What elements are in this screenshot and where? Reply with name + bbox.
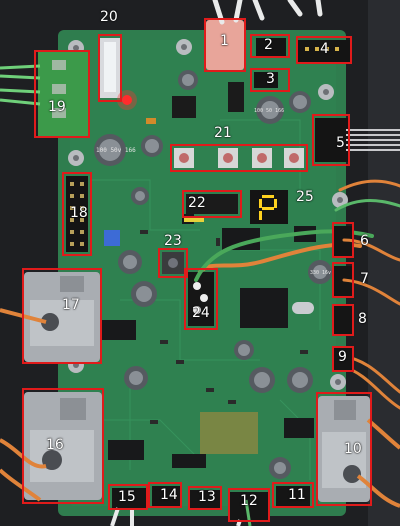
callout-label-19: 19 — [48, 99, 66, 115]
callout-label-14: 14 — [160, 487, 178, 503]
crystal — [292, 302, 314, 314]
connector-3-body — [254, 72, 278, 88]
callout-label-4: 4 — [320, 41, 329, 57]
callout-label-1: 1 — [220, 33, 229, 49]
callout-label-11: 11 — [288, 487, 306, 503]
callout-label-23: 23 — [164, 233, 182, 249]
ribbon-cable — [346, 129, 400, 151]
pcb-traces — [90, 119, 321, 480]
wires-16 — [0, 438, 47, 502]
callout-label-13: 13 — [198, 489, 216, 505]
callout-label-2: 2 — [264, 37, 273, 53]
bottom-connectors — [112, 486, 310, 520]
callout-label-7: 7 — [360, 271, 369, 287]
callout-label-17: 17 — [62, 297, 80, 313]
connector-24-pins — [193, 282, 208, 314]
regulator — [228, 82, 244, 112]
callout-box-24 — [184, 268, 218, 330]
callout-label-12: 12 — [240, 493, 258, 509]
gray-terminal-17 — [24, 272, 100, 362]
blue-trimmer — [104, 230, 120, 246]
callout-box-18 — [62, 172, 92, 256]
callout-box-3 — [250, 68, 290, 92]
gray-terminal-10 — [318, 396, 370, 502]
pin-header-18-pins — [70, 182, 84, 246]
callout-label-25: 25 — [296, 189, 314, 205]
silk-cap-a: 100 50v 166 — [96, 147, 136, 154]
callout-box-10 — [316, 392, 372, 506]
callout-box-15 — [108, 484, 148, 510]
callout-box-6 — [332, 222, 354, 258]
callout-box-11 — [272, 482, 314, 508]
red-led-glow — [117, 90, 137, 110]
callout-box-7 — [332, 262, 354, 298]
connector-2-body — [256, 38, 286, 56]
callout-label-15: 15 — [118, 489, 136, 505]
callout-label-8: 8 — [358, 311, 367, 327]
copper-area — [200, 412, 258, 454]
silk-cap-c: 100 50 166 — [254, 108, 284, 114]
callout-label-16: 16 — [46, 437, 64, 453]
yellow-component — [184, 218, 204, 222]
callout-box-23 — [158, 248, 188, 278]
tactile-buttons — [174, 148, 304, 168]
callout-label-5: 5 — [336, 135, 345, 151]
relay — [206, 20, 244, 70]
inductor — [172, 96, 196, 118]
callout-label-9: 9 — [338, 349, 347, 365]
connector-4-pins — [305, 47, 339, 51]
green-wires-left — [0, 64, 41, 106]
callout-box-4 — [296, 36, 352, 64]
terminal-screws-19 — [52, 60, 66, 118]
ribbon-connector-5 — [315, 118, 349, 162]
callout-label-3: 3 — [266, 71, 275, 87]
component-23-dot — [168, 258, 178, 268]
callout-box-22 — [182, 190, 242, 218]
callout-box-1 — [204, 18, 246, 72]
callout-box-20 — [98, 34, 122, 102]
callout-label-10: 10 — [344, 441, 362, 457]
callout-label-21: 21 — [214, 125, 232, 141]
connector-4-body — [298, 40, 350, 62]
capacitors — [94, 70, 332, 479]
smd-parts — [140, 230, 308, 424]
silk-cap-b: 330 16v 166 — [310, 270, 343, 276]
red-led — [122, 95, 132, 105]
seven-seg-digit — [259, 195, 277, 220]
callout-box-14 — [148, 482, 182, 508]
callout-box-9 — [332, 346, 354, 372]
connector-9-body — [334, 348, 352, 370]
callout-box-19 — [34, 50, 90, 138]
callout-label-24: 24 — [192, 305, 210, 321]
cabinet-edge — [368, 0, 400, 526]
callout-box-2 — [250, 34, 290, 58]
connector-8-body — [334, 306, 352, 334]
callout-box-17 — [22, 268, 102, 364]
callout-label-18: 18 — [70, 205, 88, 221]
callout-box-16 — [22, 388, 104, 504]
smd-cap-orange — [146, 118, 156, 124]
fuse-glass — [104, 42, 116, 92]
callout-box-5 — [312, 114, 350, 166]
gray-terminal-16 — [24, 392, 102, 500]
callout-label-20: 20 — [100, 9, 118, 25]
callout-box-21 — [170, 144, 308, 172]
callout-label-6: 6 — [360, 233, 369, 249]
callout-box-8 — [332, 304, 354, 336]
callout-box-12 — [228, 488, 270, 522]
callout-box-13 — [188, 486, 222, 510]
callout-label-22: 22 — [188, 195, 206, 211]
component-22 — [186, 194, 238, 214]
